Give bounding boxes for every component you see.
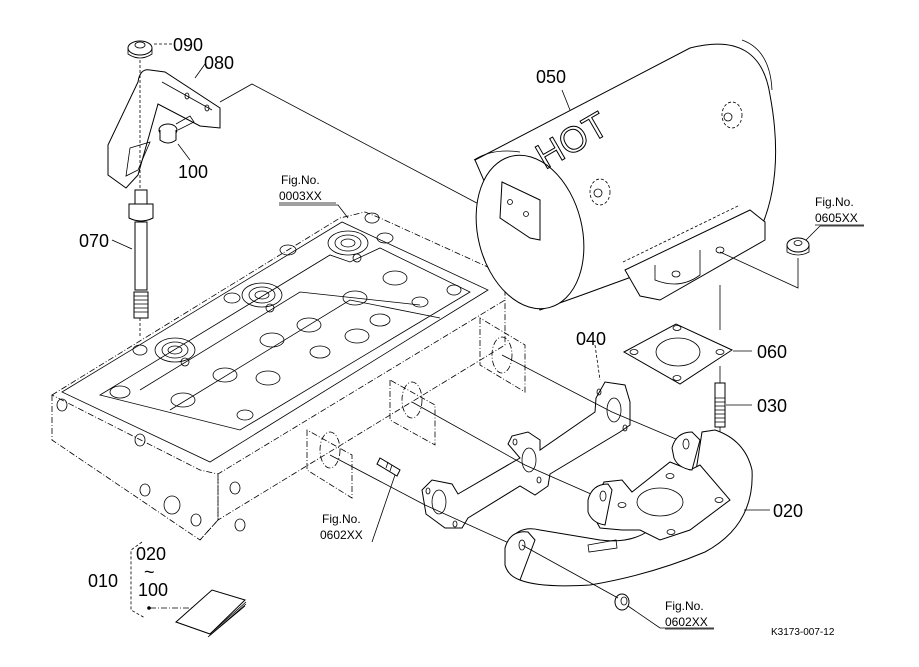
- nut-090: [127, 40, 153, 59]
- kit-range-tilde: ~: [144, 562, 155, 582]
- nut-0605: [786, 237, 810, 256]
- fig-ref-code: 0602XX: [320, 528, 363, 542]
- fig-ref-label: Fig.No.: [665, 599, 704, 613]
- part-label-100[interactable]: 100: [178, 162, 208, 182]
- valve-port: [241, 282, 283, 313]
- fig-ref-cylinder-head[interactable]: Fig.No. 0003XX: [279, 173, 322, 203]
- valve-port: [154, 337, 196, 367]
- fig-ref-nut[interactable]: Fig.No. 0605XX: [815, 195, 858, 225]
- fig-ref-nut-bottom[interactable]: Fig.No. 0602XX: [665, 599, 708, 629]
- kit-range-from: 020: [136, 544, 166, 564]
- head-bolt-holes: [109, 212, 462, 421]
- part-label-030[interactable]: 030: [757, 396, 787, 416]
- exhaust-manifold-020: [504, 429, 753, 587]
- gasket-060: [622, 323, 734, 385]
- part-label-060[interactable]: 060: [757, 342, 787, 362]
- cylinder-head: [51, 211, 526, 541]
- part-label-010[interactable]: 010: [88, 571, 118, 591]
- fig-ref-label: Fig.No.: [322, 512, 361, 526]
- part-label-080[interactable]: 080: [204, 53, 234, 73]
- part-label-050[interactable]: 050: [536, 67, 566, 87]
- fig-ref-code: 0602XX: [665, 615, 708, 629]
- fig-ref-code: 0605XX: [815, 211, 858, 225]
- fig-ref-stud[interactable]: Fig.No. 0602XX: [320, 512, 363, 542]
- bolt-100: [158, 115, 195, 144]
- exhaust-port: [306, 429, 353, 499]
- manual-booklet-icon: [175, 589, 247, 638]
- part-label-090[interactable]: 090: [173, 35, 203, 55]
- kit-bracket: 020 ~ 100: [130, 541, 196, 619]
- fig-ref-label: Fig.No.: [281, 173, 320, 187]
- exhaust-port: [479, 317, 526, 393]
- fig-ref-label: Fig.No.: [815, 195, 854, 209]
- muffler-050: HOT: [473, 39, 777, 311]
- gasket-040: [421, 381, 631, 529]
- part-label-020[interactable]: 020: [773, 501, 803, 521]
- stud-0602: [376, 457, 401, 477]
- stud-030: [714, 382, 726, 428]
- nut-0602: [614, 593, 630, 611]
- part-label-040[interactable]: 040: [576, 329, 606, 349]
- valve-port: [327, 230, 369, 263]
- fig-ref-code: 0003XX: [279, 189, 322, 203]
- exhaust-port: [389, 379, 436, 446]
- part-label-070[interactable]: 070: [79, 231, 109, 251]
- drawing-reference-code: K3173-007-12: [771, 627, 835, 638]
- bracket-080: [107, 69, 221, 189]
- stud-bolt-070: [128, 189, 154, 319]
- kit-range-to: 100: [138, 580, 168, 600]
